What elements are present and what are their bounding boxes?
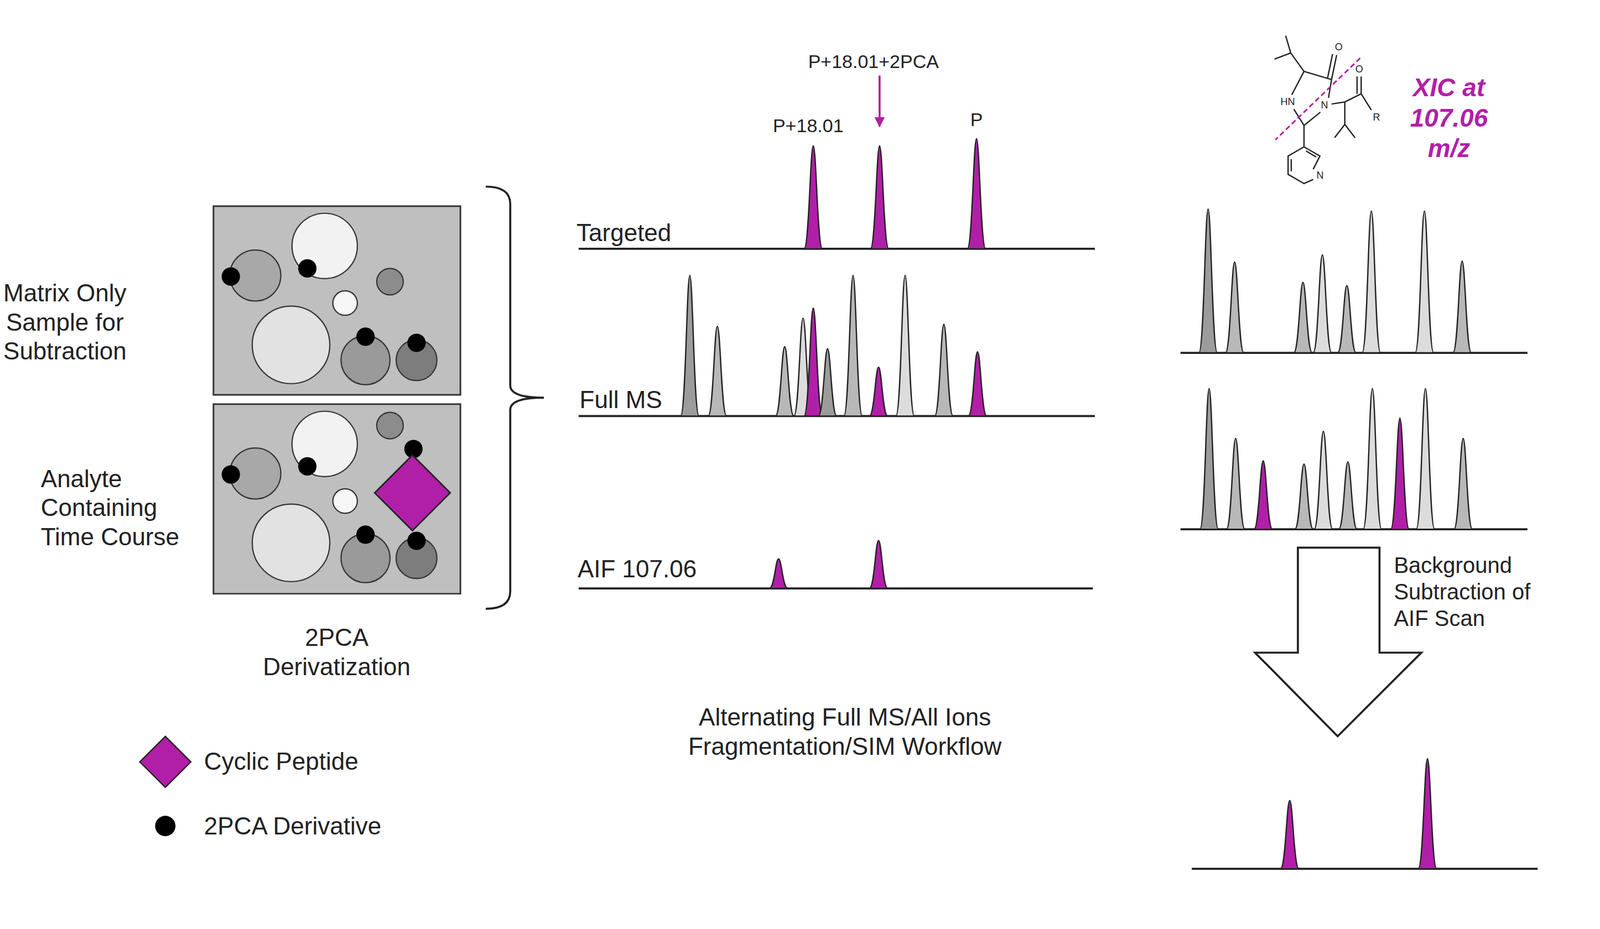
sample-box: Analyte Containing Time Course xyxy=(212,403,462,596)
atom-label: O xyxy=(1334,42,1344,53)
legend-entry: 2PCA Derivative xyxy=(137,798,382,855)
peak-label: P xyxy=(970,107,984,131)
peak xyxy=(869,367,888,417)
atom-label: HN xyxy=(1280,96,1296,107)
trace-label: AIF 107.06 xyxy=(577,554,697,585)
xic-label: XIC at 107.06 m/z xyxy=(1396,72,1502,165)
peak xyxy=(818,349,837,417)
atom-label: N xyxy=(1320,100,1329,111)
peak-label: P+18.01 xyxy=(772,113,844,137)
legend-text: 2PCA Derivative xyxy=(204,812,382,842)
peak xyxy=(869,540,888,589)
peak xyxy=(967,138,986,249)
peak xyxy=(1198,209,1218,353)
legend-text: Cyclic Peptide xyxy=(204,747,359,777)
peak xyxy=(1294,282,1313,353)
peak xyxy=(1280,801,1300,870)
peak xyxy=(1294,464,1313,530)
peak xyxy=(934,324,953,417)
peak xyxy=(1338,461,1358,530)
peak xyxy=(1362,211,1381,353)
peak xyxy=(968,351,987,417)
peak xyxy=(870,146,889,249)
peak xyxy=(1416,388,1435,530)
peak xyxy=(1390,418,1410,530)
sample-matrix xyxy=(212,403,462,596)
atom-label: N xyxy=(1315,170,1324,181)
peak xyxy=(1452,261,1472,353)
peak-label: P+18.01+2PCA xyxy=(808,49,939,73)
peak xyxy=(1453,438,1473,530)
peak xyxy=(843,275,862,417)
peak xyxy=(1225,262,1244,353)
pointer-arrow xyxy=(878,75,881,127)
chemical-structure xyxy=(1274,35,1372,184)
sample-heading: Analyte Containing Time Course xyxy=(40,464,191,552)
peak xyxy=(1313,255,1332,353)
peak xyxy=(1200,388,1219,530)
caption: 2PCA Derivatization xyxy=(253,624,420,683)
peak xyxy=(775,346,794,417)
sample-box: Matrix Only Sample for Subtraction xyxy=(212,205,462,397)
baselines xyxy=(578,248,1538,870)
atom-label: R xyxy=(1372,112,1381,123)
peak xyxy=(1415,211,1434,353)
dot-swatch xyxy=(137,798,194,855)
brace xyxy=(485,186,544,609)
diamond-swatch xyxy=(137,734,194,791)
peak xyxy=(1313,431,1333,530)
peak xyxy=(895,275,914,417)
cleavage-line xyxy=(1275,58,1360,140)
sample-matrix xyxy=(212,205,462,397)
legend-entry: Cyclic Peptide xyxy=(137,734,359,791)
peak xyxy=(708,326,727,417)
peak xyxy=(769,559,788,589)
peak xyxy=(1363,388,1382,530)
peak xyxy=(1418,759,1437,870)
peak xyxy=(1337,285,1357,353)
atom-label: O xyxy=(1354,64,1364,75)
step-label: Background Subtraction of AIF Scan xyxy=(1393,552,1555,632)
workflow-caption: Alternating Full MS/All Ions Fragmentati… xyxy=(645,703,1044,762)
peak xyxy=(1226,438,1245,530)
peak xyxy=(1254,461,1273,531)
peak xyxy=(803,146,823,249)
sample-heading: Matrix Only Sample for Subtraction xyxy=(0,278,145,367)
trace-label: Full MS xyxy=(579,385,663,415)
peak xyxy=(803,308,823,417)
trace-label: Targeted xyxy=(576,217,672,248)
peak xyxy=(680,275,699,417)
